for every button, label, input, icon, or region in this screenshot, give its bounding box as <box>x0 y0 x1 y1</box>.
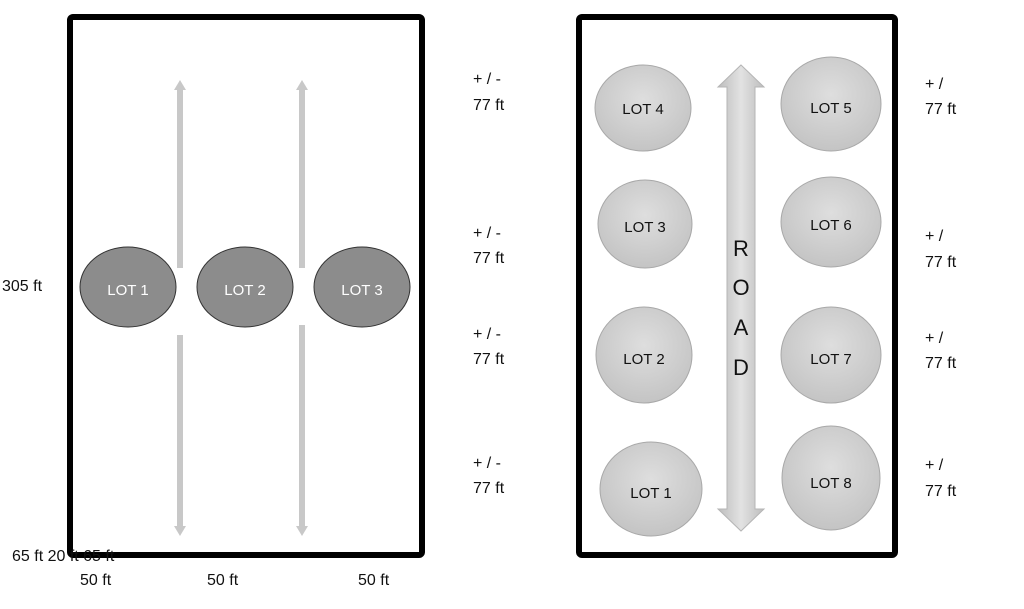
right-side-labels: + / 77 ft + / 77 ft + / 77 ft + / 77 ft <box>925 76 957 500</box>
width-label: 50 ft <box>358 572 390 589</box>
left-plan: LOT 1 LOT 2 LOT 3 305 ft 65 ft 20 ft 65 … <box>2 14 505 589</box>
side-label: + / <box>925 330 944 347</box>
road-arrow <box>716 64 766 532</box>
lot-label: LOT 5 <box>810 100 851 117</box>
left-arrows <box>174 80 308 536</box>
side-label: + / <box>925 228 944 245</box>
road-letter: O <box>732 275 749 300</box>
side-label: 77 ft <box>925 483 957 500</box>
left-lot-3: LOT 3 <box>313 246 411 328</box>
right-lot-3: LOT 3 <box>597 179 693 269</box>
bottom-overlap-label: 65 ft 20 ft 65 ft <box>12 548 115 565</box>
width-label: 50 ft <box>80 572 112 589</box>
lot-label: LOT 1 <box>107 282 148 299</box>
right-plan-border <box>576 14 898 558</box>
lot-label: LOT 1 <box>630 485 671 502</box>
side-label: 77 ft <box>473 351 505 368</box>
left-plan-border <box>67 14 425 558</box>
up-arrow-2 <box>296 80 308 268</box>
lot-label: LOT 8 <box>810 475 851 492</box>
side-label: 77 ft <box>925 254 957 271</box>
right-lot-7: LOT 7 <box>780 306 882 404</box>
road-letter: A <box>734 315 749 340</box>
lot-label: LOT 3 <box>624 219 665 236</box>
lot-label: LOT 7 <box>810 351 851 368</box>
side-label: + / - <box>473 71 501 88</box>
side-label: 77 ft <box>473 250 505 267</box>
lot-label: LOT 2 <box>623 351 664 368</box>
right-lot-6: LOT 6 <box>780 176 882 268</box>
left-lot-2: LOT 2 <box>196 246 294 328</box>
side-label: + / <box>925 76 944 93</box>
right-plan: R O A D LOT 4 LOT 5 LOT 3 LOT 6 LOT 2 LO… <box>576 14 957 558</box>
up-arrow-1 <box>174 80 186 268</box>
side-label: + / - <box>473 455 501 472</box>
side-label: + / - <box>473 225 501 242</box>
left-lot-1: LOT 1 <box>79 246 177 328</box>
right-lot-2: LOT 2 <box>595 306 693 404</box>
down-arrow-1 <box>174 335 186 536</box>
side-label: 77 ft <box>925 101 957 118</box>
width-label: 50 ft <box>207 572 239 589</box>
lot-label: LOT 3 <box>341 282 382 299</box>
right-lot-8: LOT 8 <box>781 425 881 531</box>
down-arrow-2 <box>296 325 308 536</box>
lot-label: LOT 6 <box>810 217 851 234</box>
left-side-labels: + / - 77 ft + / - 77 ft + / - 77 ft + / … <box>473 71 505 497</box>
right-lot-1: LOT 1 <box>599 441 703 537</box>
side-label: + / <box>925 457 944 474</box>
road-letter: D <box>733 355 749 380</box>
side-label: 77 ft <box>473 480 505 497</box>
right-lot-5: LOT 5 <box>780 56 882 152</box>
side-label: 77 ft <box>925 355 957 372</box>
lot-label: LOT 2 <box>224 282 265 299</box>
right-lot-4: LOT 4 <box>594 64 692 152</box>
depth-label: 305 ft <box>2 278 43 295</box>
lot-label: LOT 4 <box>622 101 663 118</box>
side-label: 77 ft <box>473 97 505 114</box>
road-letter: R <box>733 236 749 261</box>
side-label: + / - <box>473 326 501 343</box>
